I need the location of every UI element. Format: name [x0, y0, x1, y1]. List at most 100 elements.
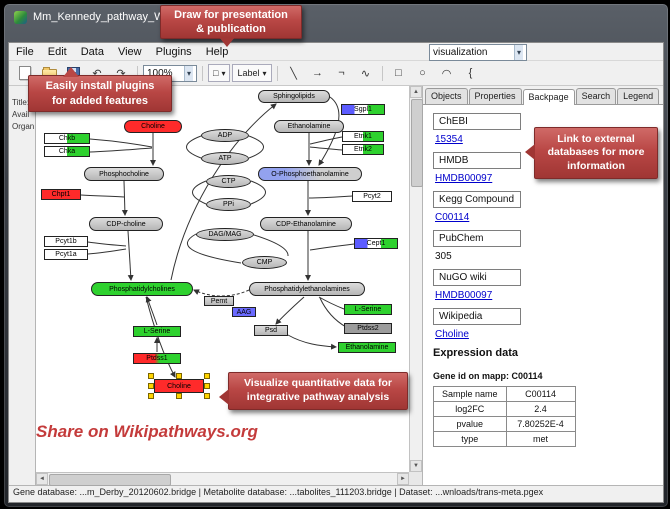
pathway-node[interactable]: Pcyt2 [352, 191, 392, 202]
horizontal-scroll-thumb[interactable] [49, 474, 171, 486]
pathway-node[interactable]: CDP-choline [89, 217, 163, 231]
scroll-up-button[interactable]: ▲ [410, 86, 422, 98]
callout-visualize-text: Visualize quantitative data for integrat… [243, 377, 392, 403]
menu-plugins[interactable]: Plugins [155, 45, 192, 58]
tab-legend[interactable]: Legend [617, 88, 660, 104]
horizontal-scrollbar[interactable]: ◄ ► [36, 472, 409, 486]
pathway-node[interactable]: ATP [201, 152, 249, 165]
brace-tool-button[interactable]: { [460, 63, 482, 83]
pathway-node[interactable]: CDP-Ethanolamine [260, 217, 352, 231]
menu-view[interactable]: View [117, 45, 142, 58]
callout-draw: Draw for presentation & publication [160, 5, 302, 47]
line-tool-button[interactable]: ╲ [283, 63, 305, 83]
pathway-node[interactable]: Cept1 [354, 238, 398, 249]
rectangle-icon: □ [395, 67, 402, 79]
pathway-node[interactable]: Pcyt1b [44, 236, 88, 247]
pathway-node[interactable]: Etnk2 [342, 144, 384, 155]
pathway-node[interactable]: Sgpl1 [341, 104, 385, 115]
rect-tool-button[interactable]: □ [388, 63, 410, 83]
tab-backpage[interactable]: Backpage [522, 89, 575, 105]
pathway-node[interactable]: Ptdss2 [344, 323, 392, 334]
database-link[interactable]: 15354 [435, 134, 463, 145]
table-cell: Sample name [433, 386, 507, 402]
pathway-node[interactable]: Phosphatidylcholines [91, 282, 193, 296]
database-link[interactable]: HMDB00097 [435, 173, 493, 184]
pathway-node[interactable]: L-Serine [344, 304, 392, 315]
vertical-scroll-thumb[interactable] [411, 99, 423, 187]
database-link[interactable]: HMDB00097 [435, 290, 493, 301]
scroll-left-button[interactable]: ◄ [36, 473, 48, 485]
pathway-node[interactable]: DAG/MAG [196, 228, 254, 241]
callout-visualize: Visualize quantitative data for integrat… [219, 372, 408, 410]
visualization-dropdown[interactable]: visualization ▾ [429, 44, 527, 61]
pathway-node[interactable]: Ethanolamine [338, 342, 396, 353]
pathway-node[interactable]: Choline [154, 379, 204, 393]
pathway-node[interactable]: Ethanolamine [274, 120, 344, 133]
tab-properties[interactable]: Properties [468, 88, 522, 104]
selection-handle[interactable] [204, 373, 210, 379]
callout-pointer-left [219, 389, 229, 405]
redo-button[interactable]: ↷ [110, 63, 132, 83]
pathway-node[interactable]: Pemt [204, 296, 234, 306]
selection-handle[interactable] [148, 393, 154, 399]
datanode-dropdown[interactable]: □ ▾ [208, 64, 231, 82]
pathway-node[interactable]: Choline [124, 120, 182, 133]
pathway-node[interactable]: AAG [232, 307, 256, 317]
menu-help[interactable]: Help [205, 45, 229, 58]
tab-search[interactable]: Search [575, 88, 617, 104]
selection-handle[interactable] [204, 393, 210, 399]
pathway-node[interactable]: O-Phosphoethanolamine [258, 167, 362, 181]
title-bar[interactable]: Mm_Kennedy_pathway_WP1771_45176.gpml [4, 4, 668, 46]
pathway-node[interactable]: Psd [254, 325, 288, 336]
database-link[interactable]: Choline [435, 329, 469, 340]
callout-link-text: Link to external databases for more info… [547, 132, 645, 172]
callout-draw-text: Draw for presentation & publication [174, 8, 288, 35]
pathway-node[interactable]: Chpt1 [41, 189, 81, 200]
redo-icon: ↷ [116, 67, 126, 80]
arrow-tool-button[interactable]: → [307, 63, 329, 83]
oval-icon: ○ [419, 67, 426, 79]
undo-button[interactable]: ↶ [86, 63, 108, 83]
vertical-scrollbar[interactable]: ▲ ▼ [409, 86, 423, 472]
selection-handle[interactable] [176, 393, 182, 399]
oval-tool-button[interactable]: ○ [412, 63, 434, 83]
pathway-node[interactable]: ADP [201, 129, 249, 142]
scroll-down-button[interactable]: ▼ [410, 460, 422, 472]
pathway-node[interactable]: Chkb [44, 133, 90, 144]
label-dropdown[interactable]: Label ▾ [232, 64, 272, 82]
pathway-node[interactable]: PPi [206, 198, 251, 211]
selection-handle[interactable] [148, 383, 154, 389]
elbow-tool-button[interactable]: ¬ [331, 63, 353, 83]
scroll-right-button[interactable]: ► [397, 473, 409, 485]
curve-tool-button[interactable]: ∿ [355, 63, 377, 83]
pathway-node[interactable]: Phosphatidylethanolamines [249, 282, 365, 296]
pathway-node[interactable]: CTP [206, 175, 251, 188]
brace-icon: { [468, 67, 473, 79]
pathway-node[interactable]: Pcyt1a [44, 249, 88, 260]
pathway-node[interactable]: Etnk1 [342, 131, 384, 142]
pathway-node[interactable]: L-Serine [133, 326, 181, 337]
menu-data[interactable]: Data [80, 45, 104, 58]
pathway-node[interactable]: Chka [44, 146, 90, 157]
arc-icon: ◠ [441, 67, 452, 80]
selection-handle[interactable] [148, 373, 154, 379]
database-link[interactable]: C00114 [435, 212, 470, 223]
pathway-node[interactable]: CMP [242, 256, 287, 269]
menu-edit[interactable]: Edit [47, 45, 67, 58]
status-bar: Gene database: ...m_Derby_20120602.bridg… [9, 485, 663, 502]
menu-file[interactable]: File [16, 45, 34, 58]
pathway-node[interactable]: Ptdss1 [133, 353, 181, 364]
pathway-node[interactable]: Sphingolipids [258, 90, 330, 103]
selection-handle[interactable] [176, 373, 182, 379]
pathway-node[interactable]: Phosphocholine [84, 167, 164, 181]
tab-objects[interactable]: Objects [425, 88, 468, 104]
selection-handle[interactable] [204, 383, 210, 389]
database-name-box: NuGO wiki [433, 269, 521, 286]
arc-tool-button[interactable]: ◠ [436, 63, 458, 83]
